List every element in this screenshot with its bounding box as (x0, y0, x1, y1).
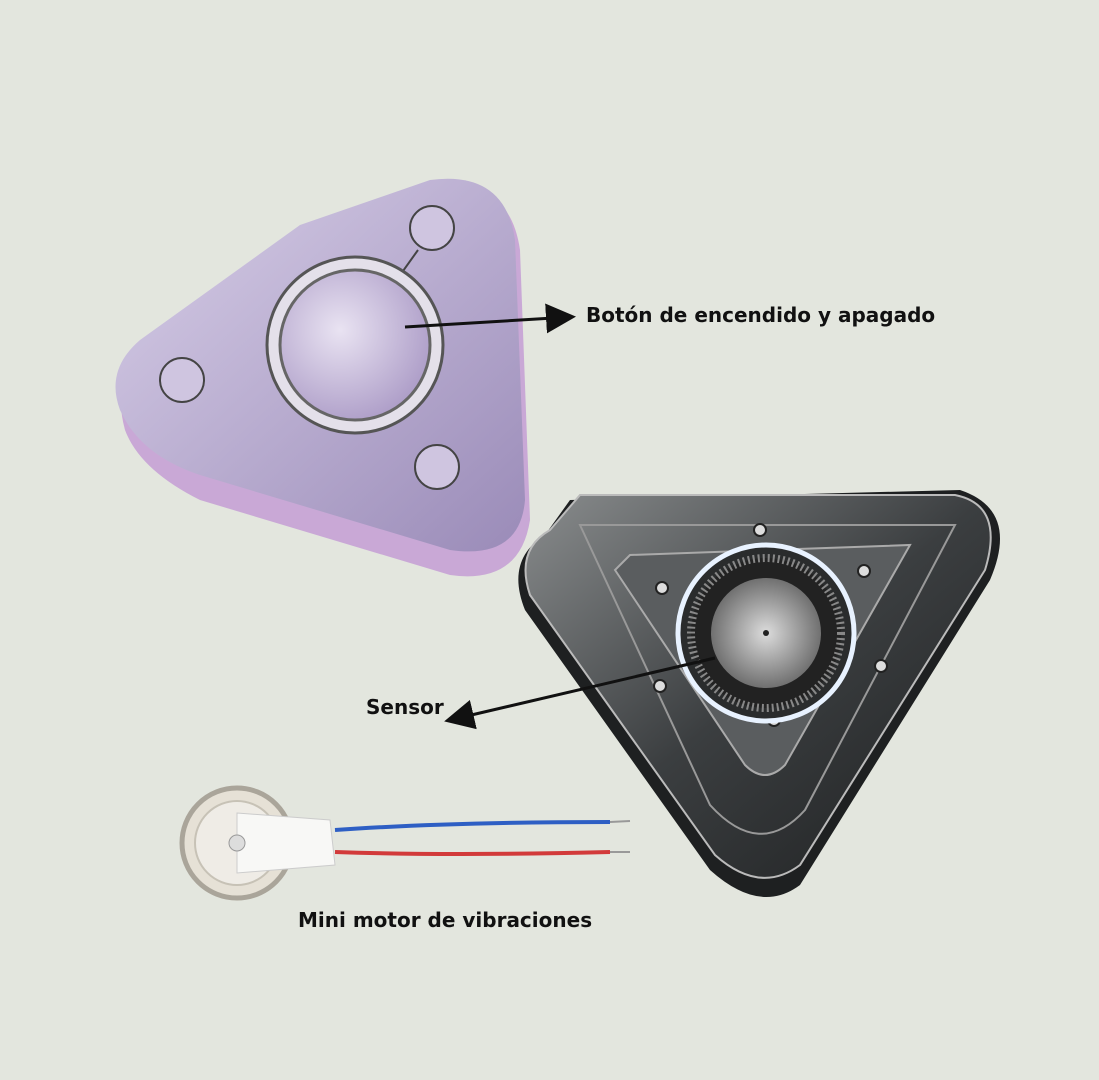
top-button[interactable] (409, 205, 455, 251)
power-button-arrow (404, 303, 576, 334)
bottom-button[interactable] (414, 444, 460, 490)
sensor-arrow (444, 656, 716, 730)
power-button[interactable] (278, 268, 432, 422)
vibration-motor-label: Mini motor de vibraciones (298, 908, 593, 932)
dark-device (518, 490, 1000, 897)
vibration-motor (179, 785, 631, 901)
left-button[interactable] (159, 357, 205, 403)
purple-device (115, 178, 530, 577)
power-button-label: Botón de encendido y apagado (586, 303, 936, 327)
sensor-label: Sensor (366, 695, 444, 719)
